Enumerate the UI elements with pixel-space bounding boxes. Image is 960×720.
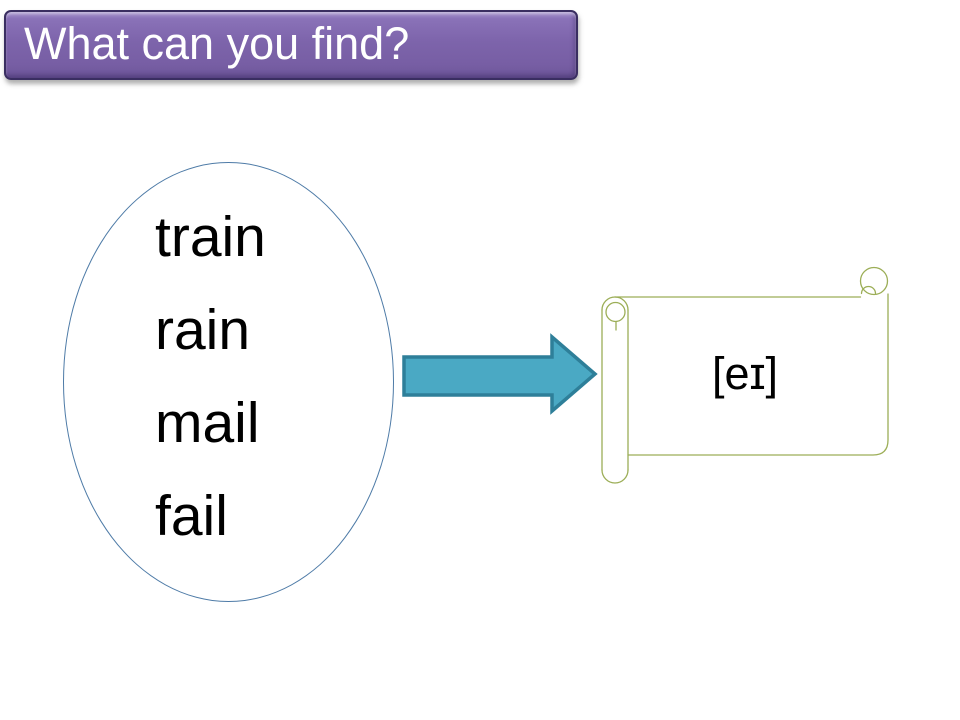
scroll-outline-group — [601, 266, 889, 484]
word-item: mail — [155, 391, 260, 455]
right-arrow-icon — [402, 333, 598, 415]
right-arrow-shape — [402, 333, 598, 415]
word-item: fail — [155, 484, 228, 548]
slide-title: What can you find? — [24, 17, 410, 69]
scroll-shape — [601, 266, 889, 484]
word-item: rain — [155, 298, 251, 362]
scroll-left-roll-bottom-cap — [601, 469, 629, 484]
scroll-body-right-bottom — [627, 293, 889, 456]
scroll-top-curl-inner — [860, 285, 877, 295]
scroll-top-curl — [859, 266, 889, 296]
title-banner: What can you find? — [4, 10, 578, 80]
oval-shape — [63, 162, 394, 602]
scroll-left-roll-top-cap — [601, 296, 629, 311]
scroll-left-roll-curl — [605, 301, 626, 323]
word-list: train rain mail fail — [155, 191, 266, 563]
word-item: train — [155, 205, 266, 269]
phonetic-label: [eɪ] — [711, 348, 779, 399]
